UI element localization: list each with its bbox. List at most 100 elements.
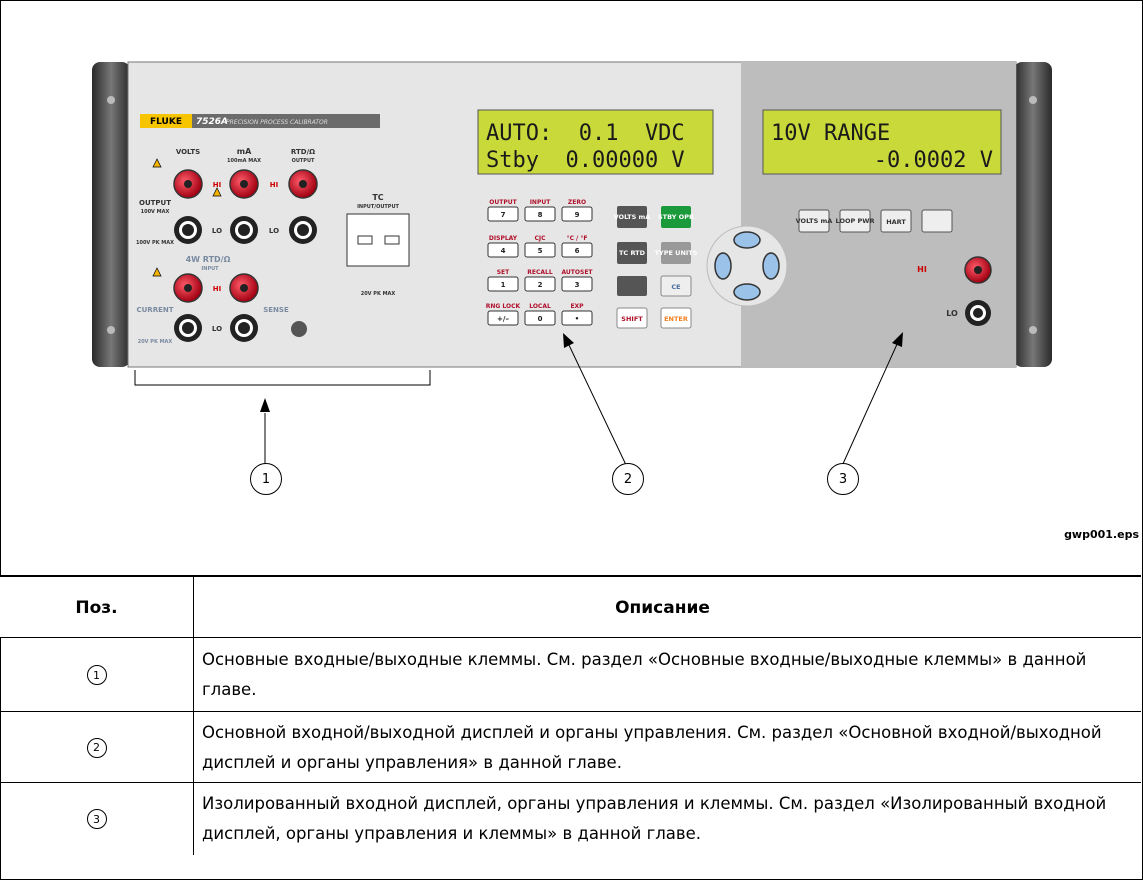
keypad-key-label: 3 (575, 281, 580, 289)
warning-icon (152, 158, 222, 277)
main-display-line2: Stby 0.00000 V (486, 148, 685, 173)
keypad-key-label: • (575, 315, 579, 323)
svg-text:HI: HI (213, 181, 221, 189)
key-label: INPUT (530, 199, 552, 206)
black-terminal (174, 216, 991, 342)
left-handle (92, 62, 130, 367)
keypad-key-label: 0 (538, 315, 543, 323)
row-number: 3 (86, 809, 107, 829)
brand-text: FLUKE (150, 117, 182, 127)
svg-text:100V MAX: 100V MAX (141, 209, 170, 215)
ce-key (660, 275, 692, 297)
key-label: LOCAL (529, 303, 551, 310)
fluke-logo (140, 114, 192, 128)
callout-1: 1 (250, 463, 282, 495)
svg-text:HI: HI (213, 285, 221, 293)
stby-opr-key (661, 206, 691, 228)
ground-key (617, 276, 647, 296)
keypad-key[interactable] (561, 310, 593, 326)
callout-2: 2 (612, 463, 644, 495)
svg-text:SHIFT: SHIFT (621, 315, 643, 323)
isolated-display-line2: -0.0002 V (874, 148, 993, 173)
key-label: RECALL (527, 269, 553, 276)
keypad-key[interactable] (487, 242, 519, 258)
table-row: 1 Основные входные/выходные клеммы. См. … (0, 637, 1141, 712)
svg-text:mA: mA (237, 147, 252, 156)
svg-text:SENSE: SENSE (263, 306, 289, 314)
svg-text:4W RTD/Ω: 4W RTD/Ω (186, 255, 231, 264)
nav-pad (706, 225, 788, 307)
svg-text:TC RTD: TC RTD (619, 249, 646, 257)
svg-text:CURRENT: CURRENT (136, 306, 173, 314)
svg-text:TC: TC (372, 193, 383, 202)
keypad-key[interactable] (524, 310, 556, 326)
key-label: AUTOSET (561, 269, 593, 276)
svg-text:RTD/Ω: RTD/Ω (291, 148, 315, 156)
svg-text:20V PK MAX: 20V PK MAX (138, 339, 173, 345)
svg-text:LO: LO (212, 227, 222, 235)
key-label: ZERO (568, 199, 586, 206)
svg-text:VOLTS mA: VOLTS mA (796, 217, 833, 225)
svg-text:HART: HART (886, 218, 906, 226)
row-description: Основной входной/выходной дисплей и орга… (193, 712, 1141, 783)
header-desc: Описание (193, 577, 1141, 638)
main-display (477, 109, 714, 175)
callout-3: 3 (827, 463, 859, 495)
tc-rtd-key (617, 242, 647, 264)
key-label: RNG LOCK (486, 303, 521, 310)
keypad-key-label: +/– (497, 315, 509, 323)
keypad-key[interactable] (487, 206, 519, 222)
svg-text:100mA MAX: 100mA MAX (227, 158, 261, 164)
table-row: 2 Основной входной/выходной дисплей и ор… (0, 711, 1141, 783)
svg-text:STBY OPR: STBY OPR (658, 213, 694, 221)
keypad-key[interactable] (561, 206, 593, 222)
svg-text:VOLTS: VOLTS (176, 148, 200, 156)
keypad-key-label: 6 (575, 247, 580, 255)
svg-text:LO: LO (212, 325, 222, 333)
svg-text:LO: LO (946, 309, 958, 318)
volts-ma-key (617, 206, 647, 228)
calibrator-illustration: FLUKE 7526A PRECISION PROCESS CALIBRATOR… (92, 61, 1052, 470)
brand-strip (140, 114, 380, 128)
tc-socket (346, 213, 410, 267)
keypad-key-label: 7 (501, 211, 506, 219)
svg-text:INPUT: INPUT (201, 266, 219, 272)
row-description: Основные входные/выходные клеммы. См. ра… (193, 638, 1141, 712)
figure-filename: gwp001.eps (1064, 528, 1139, 541)
keypad-key-label: 9 (575, 211, 580, 219)
header-pos: Поз. (75, 597, 118, 618)
svg-text:LOOP PWR: LOOP PWR (836, 217, 875, 225)
row-number: 1 (86, 665, 107, 685)
svg-text:CE: CE (671, 283, 680, 291)
svg-text:INPUT/OUTPUT: INPUT/OUTPUT (357, 204, 399, 210)
keypad-key-label: 5 (538, 247, 543, 255)
keypad-key-label: 1 (501, 281, 506, 289)
keypad-key[interactable] (561, 276, 593, 292)
keypad-key[interactable] (524, 276, 556, 292)
table-header: Поз. Описание (0, 576, 1141, 638)
keypad-key[interactable] (487, 310, 519, 326)
row-number: 2 (86, 737, 107, 758)
leader-line-3 (841, 341, 899, 467)
key-label: SET (497, 269, 510, 276)
key-label: DISPLAY (489, 235, 518, 242)
table-row: 3 Изолированный входной дисплей, органы … (0, 782, 1141, 855)
svg-text:100V PK MAX: 100V PK MAX (136, 240, 174, 246)
key-label: °C / °F (567, 235, 588, 242)
svg-text:ENTER: ENTER (664, 315, 688, 323)
figure: FLUKE 7526A PRECISION PROCESS CALIBRATOR… (0, 61, 1141, 576)
key-label: OUTPUT (489, 199, 517, 206)
key-label: CJC (534, 235, 546, 242)
keypad-key-label: 8 (538, 211, 543, 219)
key-label: EXP (570, 303, 584, 310)
keypad-key[interactable] (524, 206, 556, 222)
keypad-key[interactable] (487, 276, 519, 292)
keypad-key[interactable] (524, 242, 556, 258)
right-handle (1014, 62, 1052, 367)
main-display-line1: AUTO: 0.1 VDC (486, 121, 685, 146)
keypad-key-label: 2 (538, 281, 543, 289)
svg-text:20V PK MAX: 20V PK MAX (361, 291, 396, 297)
svg-text:HI: HI (917, 265, 927, 274)
keypad-key[interactable] (561, 242, 593, 258)
keypad-key-label: 4 (501, 247, 506, 255)
